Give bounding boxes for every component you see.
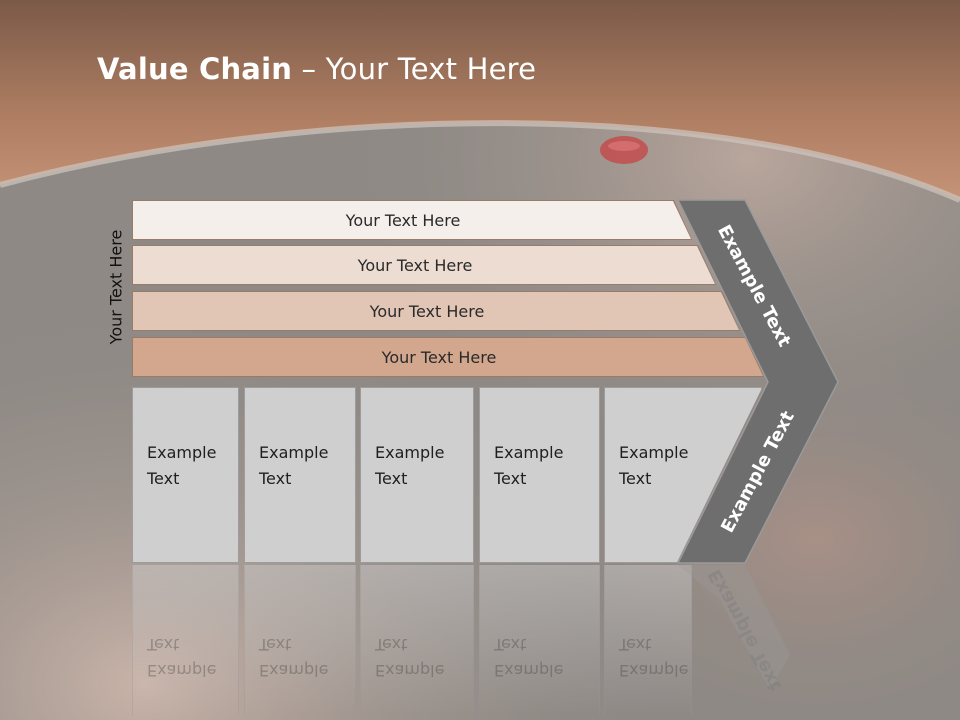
bar-label: Your Text Here	[381, 347, 497, 367]
value-chain-bar-2: Your Text Here	[132, 245, 716, 285]
value-chain-bar-1: Your Text Here	[132, 200, 692, 240]
reflection-label: Example Text	[619, 635, 689, 680]
page-title-bold: Value Chain	[97, 52, 293, 86]
reflection-label: Example Text	[494, 635, 564, 680]
activity-box-reflection-4: Example Text	[479, 565, 600, 715]
page-title-rest: – Your Text Here	[292, 52, 537, 86]
value-chain-bar-4: Your Text Here	[132, 337, 764, 377]
bar-fill	[133, 338, 763, 376]
activity-box-label: Example Text	[375, 443, 445, 488]
reflection-label: Example Text	[259, 635, 329, 680]
reflection-label: Example Text	[375, 635, 445, 680]
activity-box-label: Example Text	[147, 443, 217, 488]
reflection-label: Example Text	[147, 635, 217, 680]
bar-fill	[133, 246, 715, 284]
activity-box-2: Example Text	[244, 387, 356, 563]
bar-fill	[133, 292, 739, 330]
activity-box-3: Example Text	[360, 387, 474, 563]
activity-box-reflection-2: Example Text	[244, 565, 356, 715]
vertical-label: Your Text Here	[106, 229, 126, 345]
activity-box-reflection-1: Example Text	[132, 565, 239, 715]
activity-box-4: Example Text	[479, 387, 600, 563]
bar-fill	[133, 201, 691, 239]
bar-label: Your Text Here	[345, 210, 461, 230]
activity-box-label: Example Text	[619, 443, 689, 488]
activity-box-reflection-3: Example Text	[360, 565, 474, 715]
activity-box-label: Example Text	[494, 443, 564, 488]
bar-label: Your Text Here	[357, 255, 473, 275]
page-title: Value Chain – Your Text Here	[97, 52, 536, 86]
bar-label: Your Text Here	[369, 301, 485, 321]
activity-box-label: Example Text	[259, 443, 329, 488]
activity-box-reflection-5: Example Text	[604, 565, 692, 715]
activity-box-1: Example Text	[132, 387, 239, 563]
value-chain-bar-3: Your Text Here	[132, 291, 740, 331]
